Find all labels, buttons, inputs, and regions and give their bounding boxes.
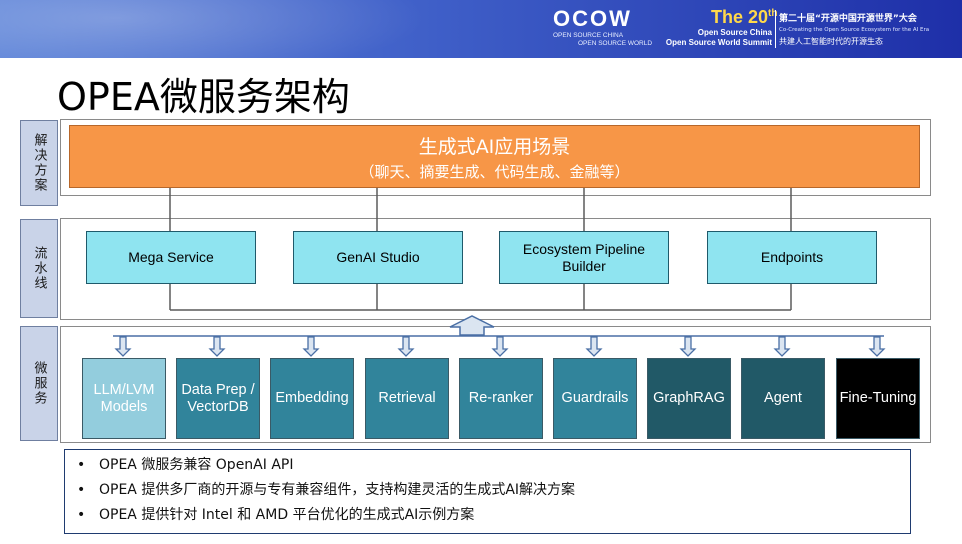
microservice-retrieval: Retrieval (365, 358, 449, 439)
banner-divider (775, 10, 776, 48)
down-arrow-icon (491, 336, 509, 357)
down-arrow-icon (773, 336, 791, 357)
pipeline-ecosystem-builder: Ecosystem Pipeline Builder (499, 231, 669, 284)
category-solution-label: 解决方案 (31, 133, 47, 193)
pipeline-mega-service: Mega Service (86, 231, 256, 284)
down-arrow-icon (585, 336, 603, 357)
event-edition-text: The 20 (711, 7, 769, 27)
slide-title: OPEA微服务架构 (57, 75, 350, 119)
category-solution: 解决方案 (20, 120, 58, 206)
ocow-logo-sub2: OPEN SOURCE WORLD (578, 40, 653, 47)
event-en-tagline: Co-Creating the Open Source Ecosystem fo… (779, 27, 930, 33)
down-arrow-icon (208, 336, 226, 357)
pipeline-frame (60, 218, 931, 320)
event-cn-title: 第二十届“开源中国开源世界”大会 (779, 14, 917, 24)
notes-box: OPEA 微服务兼容 OpenAI API OPEA 提供多厂商的开源与专有兼容… (64, 449, 911, 534)
microservice-graphrag: GraphRAG (647, 358, 731, 439)
microservice-frame (60, 326, 931, 443)
event-cn-tagline: 共建人工智能时代的开源生态 (779, 37, 883, 46)
pipeline-genai-studio: GenAI Studio (293, 231, 463, 284)
event-edition: The 20th (711, 7, 777, 28)
event-name-line2: Open Source World Summit (665, 38, 772, 47)
down-arrow-icon (397, 336, 415, 357)
microservice-guardrails: Guardrails (553, 358, 637, 439)
microservice-fine-tuning: Fine-Tuning (836, 358, 920, 439)
down-arrow-icon (114, 336, 132, 357)
genai-solution-box: 生成式AI应用场景 （聊天、摘要生成、代码生成、金融等） (69, 125, 920, 188)
note-item: OPEA 提供针对 Intel 和 AMD 平台优化的生成式AI示例方案 (77, 503, 910, 528)
microservice-re-ranker: Re-ranker (459, 358, 543, 439)
event-name-line1: Open Source China (697, 28, 772, 37)
down-arrow-icon (679, 336, 697, 357)
ocow-logo: OCOW (553, 6, 632, 31)
event-edition-sup: th (768, 8, 778, 19)
down-arrow-icon (868, 336, 886, 357)
category-pipeline-label: 流水线 (31, 246, 47, 291)
category-pipeline: 流水线 (20, 219, 58, 318)
solution-title: 生成式AI应用场景 (418, 136, 571, 158)
pipeline-endpoints: Endpoints (707, 231, 877, 284)
note-item: OPEA 提供多厂商的开源与专有兼容组件，支持构建灵活的生成式AI解决方案 (77, 478, 910, 503)
category-microservice-label: 微服务 (31, 361, 47, 406)
microservice-llm-lvm-models: LLM/LVM Models (82, 358, 166, 439)
microservice-embedding: Embedding (270, 358, 354, 439)
ocow-logo-sub1: OPEN SOURCE CHINA (553, 32, 624, 39)
microservice-data-prep-vectordb: Data Prep / VectorDB (176, 358, 260, 439)
microservice-agent: Agent (741, 358, 825, 439)
note-item: OPEA 微服务兼容 OpenAI API (77, 453, 910, 478)
solution-subtitle: （聊天、摘要生成、代码生成、金融等） (359, 163, 630, 181)
down-arrow-icon (302, 336, 320, 357)
category-microservice: 微服务 (20, 326, 58, 441)
notes-list: OPEA 微服务兼容 OpenAI API OPEA 提供多厂商的开源与专有兼容… (65, 453, 910, 528)
header-banner: OCOW OPEN SOURCE CHINA OPEN SOURCE WORLD… (0, 0, 962, 58)
